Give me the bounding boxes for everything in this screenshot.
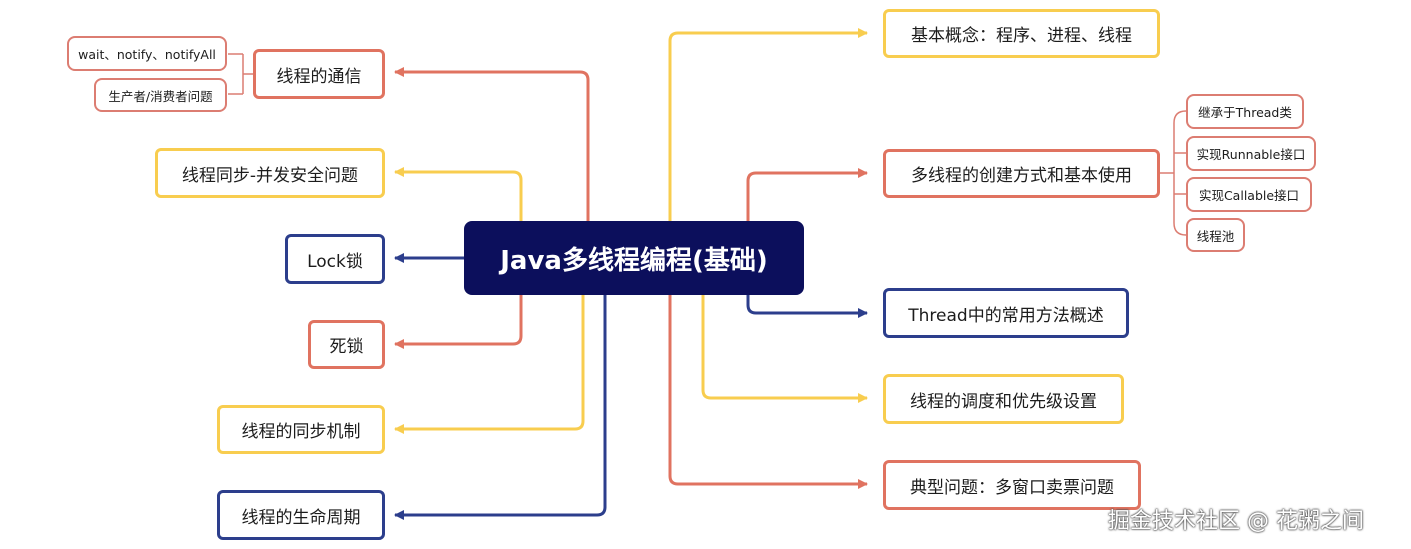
link-sync-mechanism <box>394 295 585 434</box>
link-basic-concepts <box>668 28 868 221</box>
link-thread-methods <box>746 295 868 318</box>
watermark: 掘金技术社区 @ 花粥之间 <box>1108 509 1364 534</box>
central-topic[interactable]: Java多线程编程(基础) <box>464 221 804 295</box>
link-scheduling <box>701 295 868 403</box>
link-typical-problem <box>668 295 868 489</box>
link-comm-subs <box>228 53 255 95</box>
node-thread-methods[interactable]: Thread中的常用方法概述 <box>883 288 1129 338</box>
node-creation[interactable]: 多线程的创建方式和基本使用 <box>883 149 1160 198</box>
node-comm-producer-consumer[interactable]: 生产者/消费者问题 <box>94 78 227 112</box>
link-lifecycle <box>394 295 607 520</box>
link-sync-safety <box>394 167 523 221</box>
node-sync-safety[interactable]: 线程同步-并发安全问题 <box>155 148 385 198</box>
node-comm-wait-notify[interactable]: wait、notify、notifyAll <box>67 36 227 71</box>
node-create-runnable[interactable]: 实现Runnable接口 <box>1186 136 1316 171</box>
node-lock[interactable]: Lock锁 <box>285 234 385 284</box>
node-scheduling[interactable]: 线程的调度和优先级设置 <box>883 374 1124 424</box>
link-communication <box>394 67 590 221</box>
link-deadlock <box>394 295 523 349</box>
node-create-thread-pool[interactable]: 线程池 <box>1186 218 1245 252</box>
node-create-extends-thread[interactable]: 继承于Thread类 <box>1186 94 1304 129</box>
node-deadlock[interactable]: 死锁 <box>308 320 385 369</box>
node-lifecycle[interactable]: 线程的生命周期 <box>217 490 385 540</box>
node-communication[interactable]: 线程的通信 <box>253 49 385 99</box>
link-creation <box>746 168 868 221</box>
node-basic-concepts[interactable]: 基本概念：程序、进程、线程 <box>883 9 1160 58</box>
link-create-subs <box>1160 110 1187 236</box>
node-create-callable[interactable]: 实现Callable接口 <box>1186 177 1312 212</box>
node-typical-problem[interactable]: 典型问题：多窗口卖票问题 <box>883 460 1141 510</box>
node-sync-mechanism[interactable]: 线程的同步机制 <box>217 405 385 454</box>
